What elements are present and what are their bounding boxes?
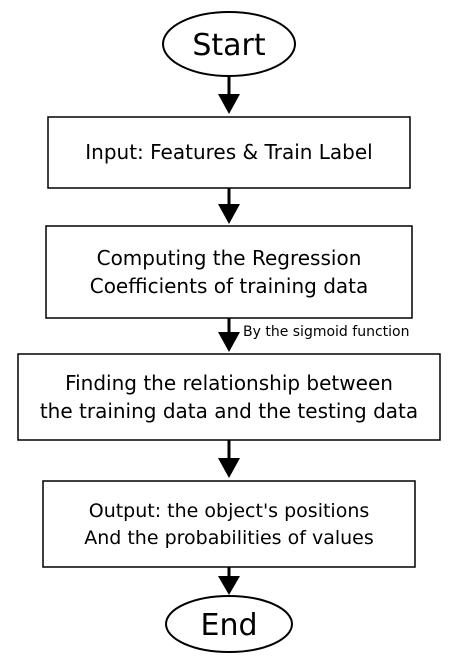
arrowhead-icon <box>218 458 240 478</box>
sigmoid-edge-label: By the sigmoid function <box>243 324 409 340</box>
computing-coefficients-line-1: Computing the Regression <box>97 246 362 270</box>
arrowhead-icon <box>218 204 240 224</box>
start-node: Start <box>162 11 296 77</box>
arrowhead-icon <box>218 94 240 114</box>
output-step-line-2: And the probabilities of values <box>84 527 374 549</box>
input-step-label: Input: Features & Train Label <box>85 140 373 164</box>
end-label: End <box>200 608 257 643</box>
start-ellipse <box>162 11 296 77</box>
arrow-finding-to-output <box>218 440 240 478</box>
computing-coefficients-line-2: Coefficients of training data <box>90 274 369 298</box>
arrow-computing-to-finding: By the sigmoid function <box>218 318 409 352</box>
end-ellipse <box>165 595 293 653</box>
arrow-output-to-end <box>218 567 240 595</box>
arrowhead-icon <box>218 576 240 595</box>
start-label: Start <box>192 28 266 63</box>
arrow-start-to-input <box>218 77 240 114</box>
input-step-box: Input: Features & Train Label <box>47 116 411 189</box>
end-node: End <box>165 595 293 653</box>
arrowhead-icon <box>218 332 240 352</box>
finding-relationship-box: Finding the relationship between the tra… <box>17 353 441 441</box>
computing-coefficients-box: Computing the Regression Coefficients of… <box>45 225 413 319</box>
output-step-line-1: Output: the object's positions <box>89 500 370 522</box>
arrow-input-to-computing <box>218 188 240 224</box>
finding-relationship-line-2: the training data and the testing data <box>40 399 418 423</box>
finding-relationship-line-1: Finding the relationship between <box>65 371 393 395</box>
output-step-box: Output: the object's positions And the p… <box>42 480 416 568</box>
